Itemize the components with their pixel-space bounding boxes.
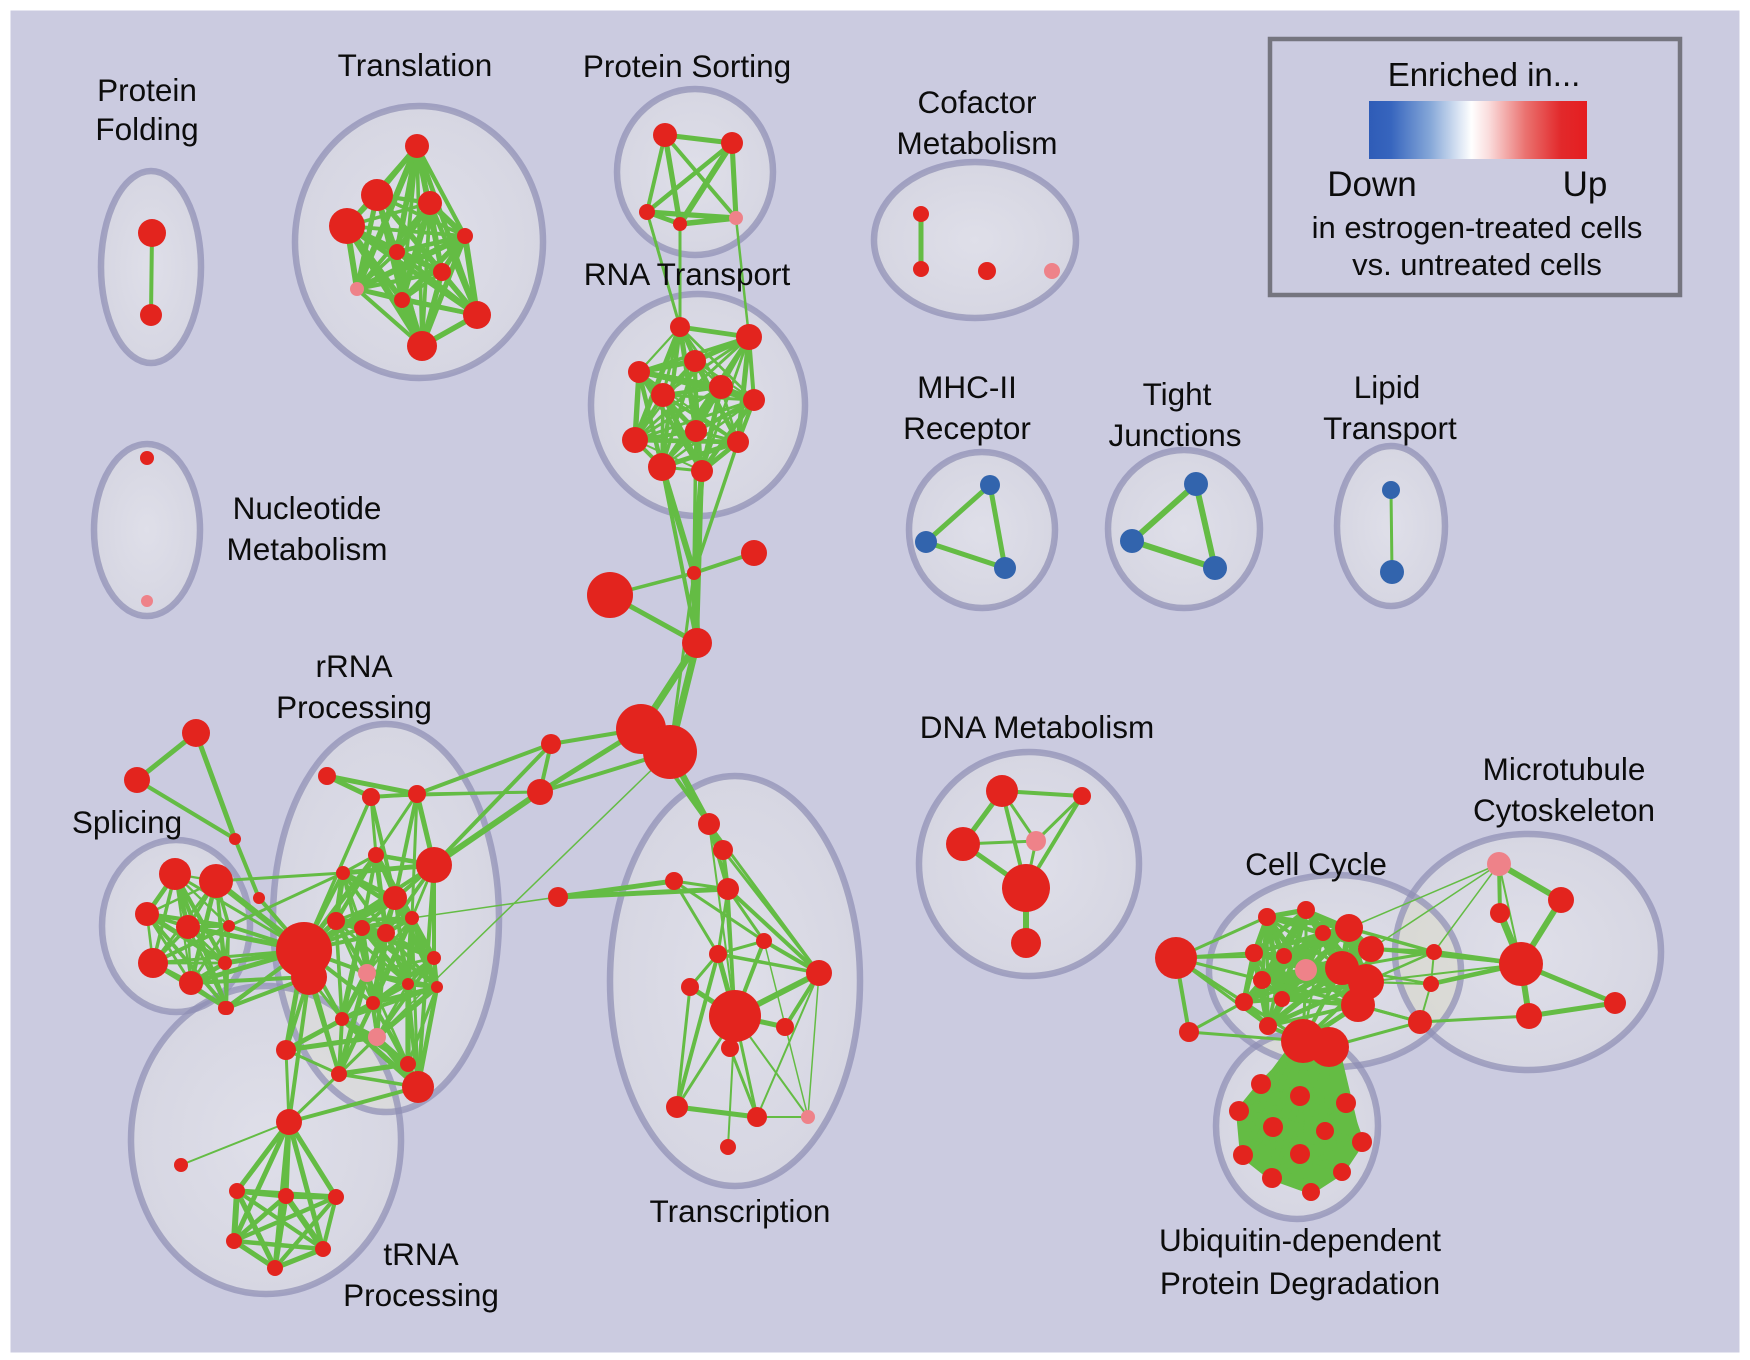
svg-text:Transcription: Transcription [650,1193,831,1229]
svg-text:Cell Cycle: Cell Cycle [1245,846,1387,882]
svg-text:Processing: Processing [276,689,432,725]
svg-text:Cofactor: Cofactor [917,84,1036,120]
svg-text:Splicing: Splicing [72,804,182,840]
svg-text:Receptor: Receptor [903,410,1031,446]
svg-text:Metabolism: Metabolism [896,125,1057,161]
svg-text:Up: Up [1563,165,1608,204]
svg-text:Protein: Protein [97,72,197,108]
svg-text:Down: Down [1327,165,1416,204]
svg-text:Tight: Tight [1143,376,1212,412]
svg-text:Translation: Translation [338,47,493,83]
svg-text:MHC-II: MHC-II [917,369,1017,405]
svg-text:rRNA: rRNA [316,648,393,684]
svg-text:Microtubule: Microtubule [1483,751,1646,787]
svg-text:vs. untreated cells: vs. untreated cells [1352,247,1602,282]
svg-text:Nucleotide: Nucleotide [233,490,382,526]
svg-text:Protein Degradation: Protein Degradation [1160,1265,1440,1301]
svg-text:Lipid: Lipid [1354,369,1421,405]
svg-text:Ubiquitin-dependent: Ubiquitin-dependent [1159,1222,1441,1258]
svg-text:Processing: Processing [343,1277,499,1313]
svg-text:DNA Metabolism: DNA Metabolism [920,709,1155,745]
svg-text:Enriched in...: Enriched in... [1388,56,1581,93]
svg-text:in estrogen-treated cells: in estrogen-treated cells [1312,210,1643,245]
svg-text:Junctions: Junctions [1108,417,1241,453]
svg-text:Cytoskeleton: Cytoskeleton [1473,792,1655,828]
svg-text:Metabolism: Metabolism [226,531,387,567]
svg-text:Transport: Transport [1323,410,1457,446]
svg-text:tRNA: tRNA [383,1236,458,1272]
svg-text:RNA Transport: RNA Transport [584,256,791,292]
svg-text:Folding: Folding [95,111,198,147]
svg-text:Protein Sorting: Protein Sorting [583,48,791,84]
